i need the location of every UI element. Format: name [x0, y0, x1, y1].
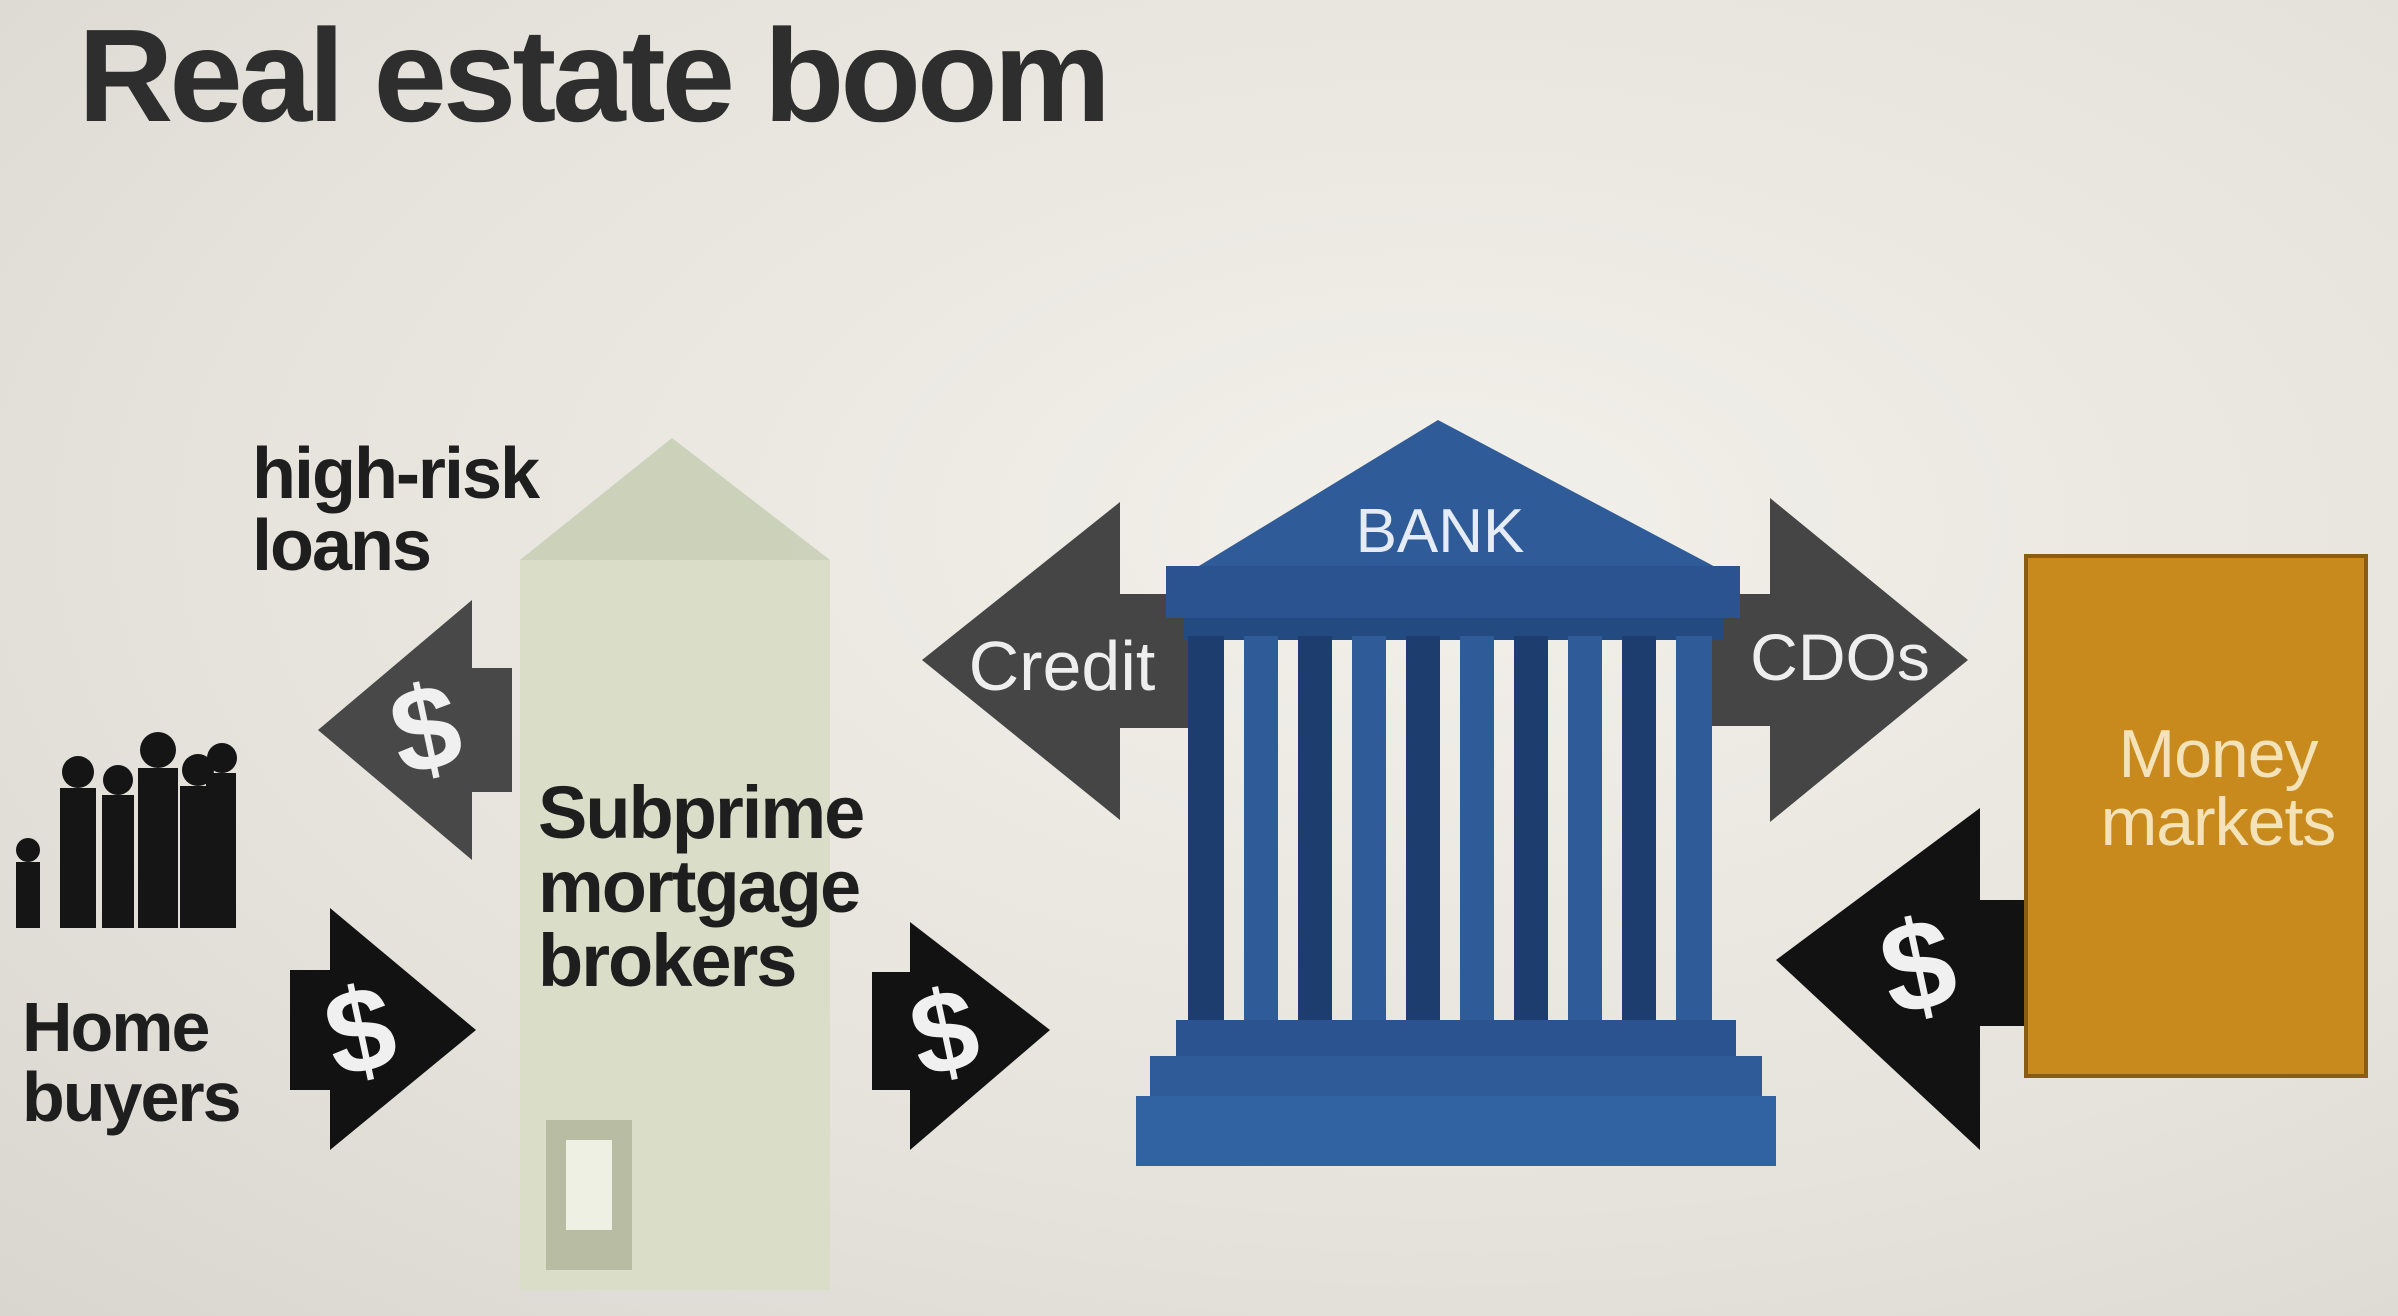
brokers-payment-arrow: $: [872, 922, 1050, 1150]
brokers-line: brokers: [538, 919, 797, 1002]
credit-label: Credit: [969, 627, 1156, 705]
bank-building-icon: BANK: [1136, 420, 1776, 1166]
subprime-brokers-label: Subprime mortgage brokers: [538, 771, 865, 1002]
broker-building-icon: [520, 438, 830, 1290]
home-buyers-label: Home buyers: [22, 988, 242, 1136]
money-markets-payment-arrow: $: [1776, 808, 2030, 1150]
money-line: Money: [2118, 716, 2318, 792]
high-risk-line: high-risk: [252, 434, 540, 514]
high-risk-loans-label: high-risk loans: [252, 434, 540, 586]
bank-label: BANK: [1356, 497, 1525, 566]
home-line: Home: [22, 988, 210, 1066]
high-risk-loans-arrow: $: [318, 600, 512, 860]
home-buyers-payment-arrow: $: [290, 908, 476, 1150]
subprime-line: Subprime: [538, 771, 865, 854]
money-markets-box: [2024, 554, 2368, 1078]
markets-line: markets: [2100, 784, 2337, 860]
loans-line: loans: [252, 506, 432, 586]
cdos-arrow: CDOs: [1700, 498, 1968, 822]
cdos-label: CDOs: [1750, 620, 1930, 694]
money-markets-label: Money markets: [2048, 720, 2388, 856]
credit-arrow: Credit: [922, 502, 1190, 820]
buyers-line: buyers: [22, 1058, 242, 1136]
page-title: Real estate boom: [78, 2, 1111, 149]
mortgage-line: mortgage: [538, 845, 861, 928]
home-buyers-silhouette-icon: [16, 732, 237, 928]
